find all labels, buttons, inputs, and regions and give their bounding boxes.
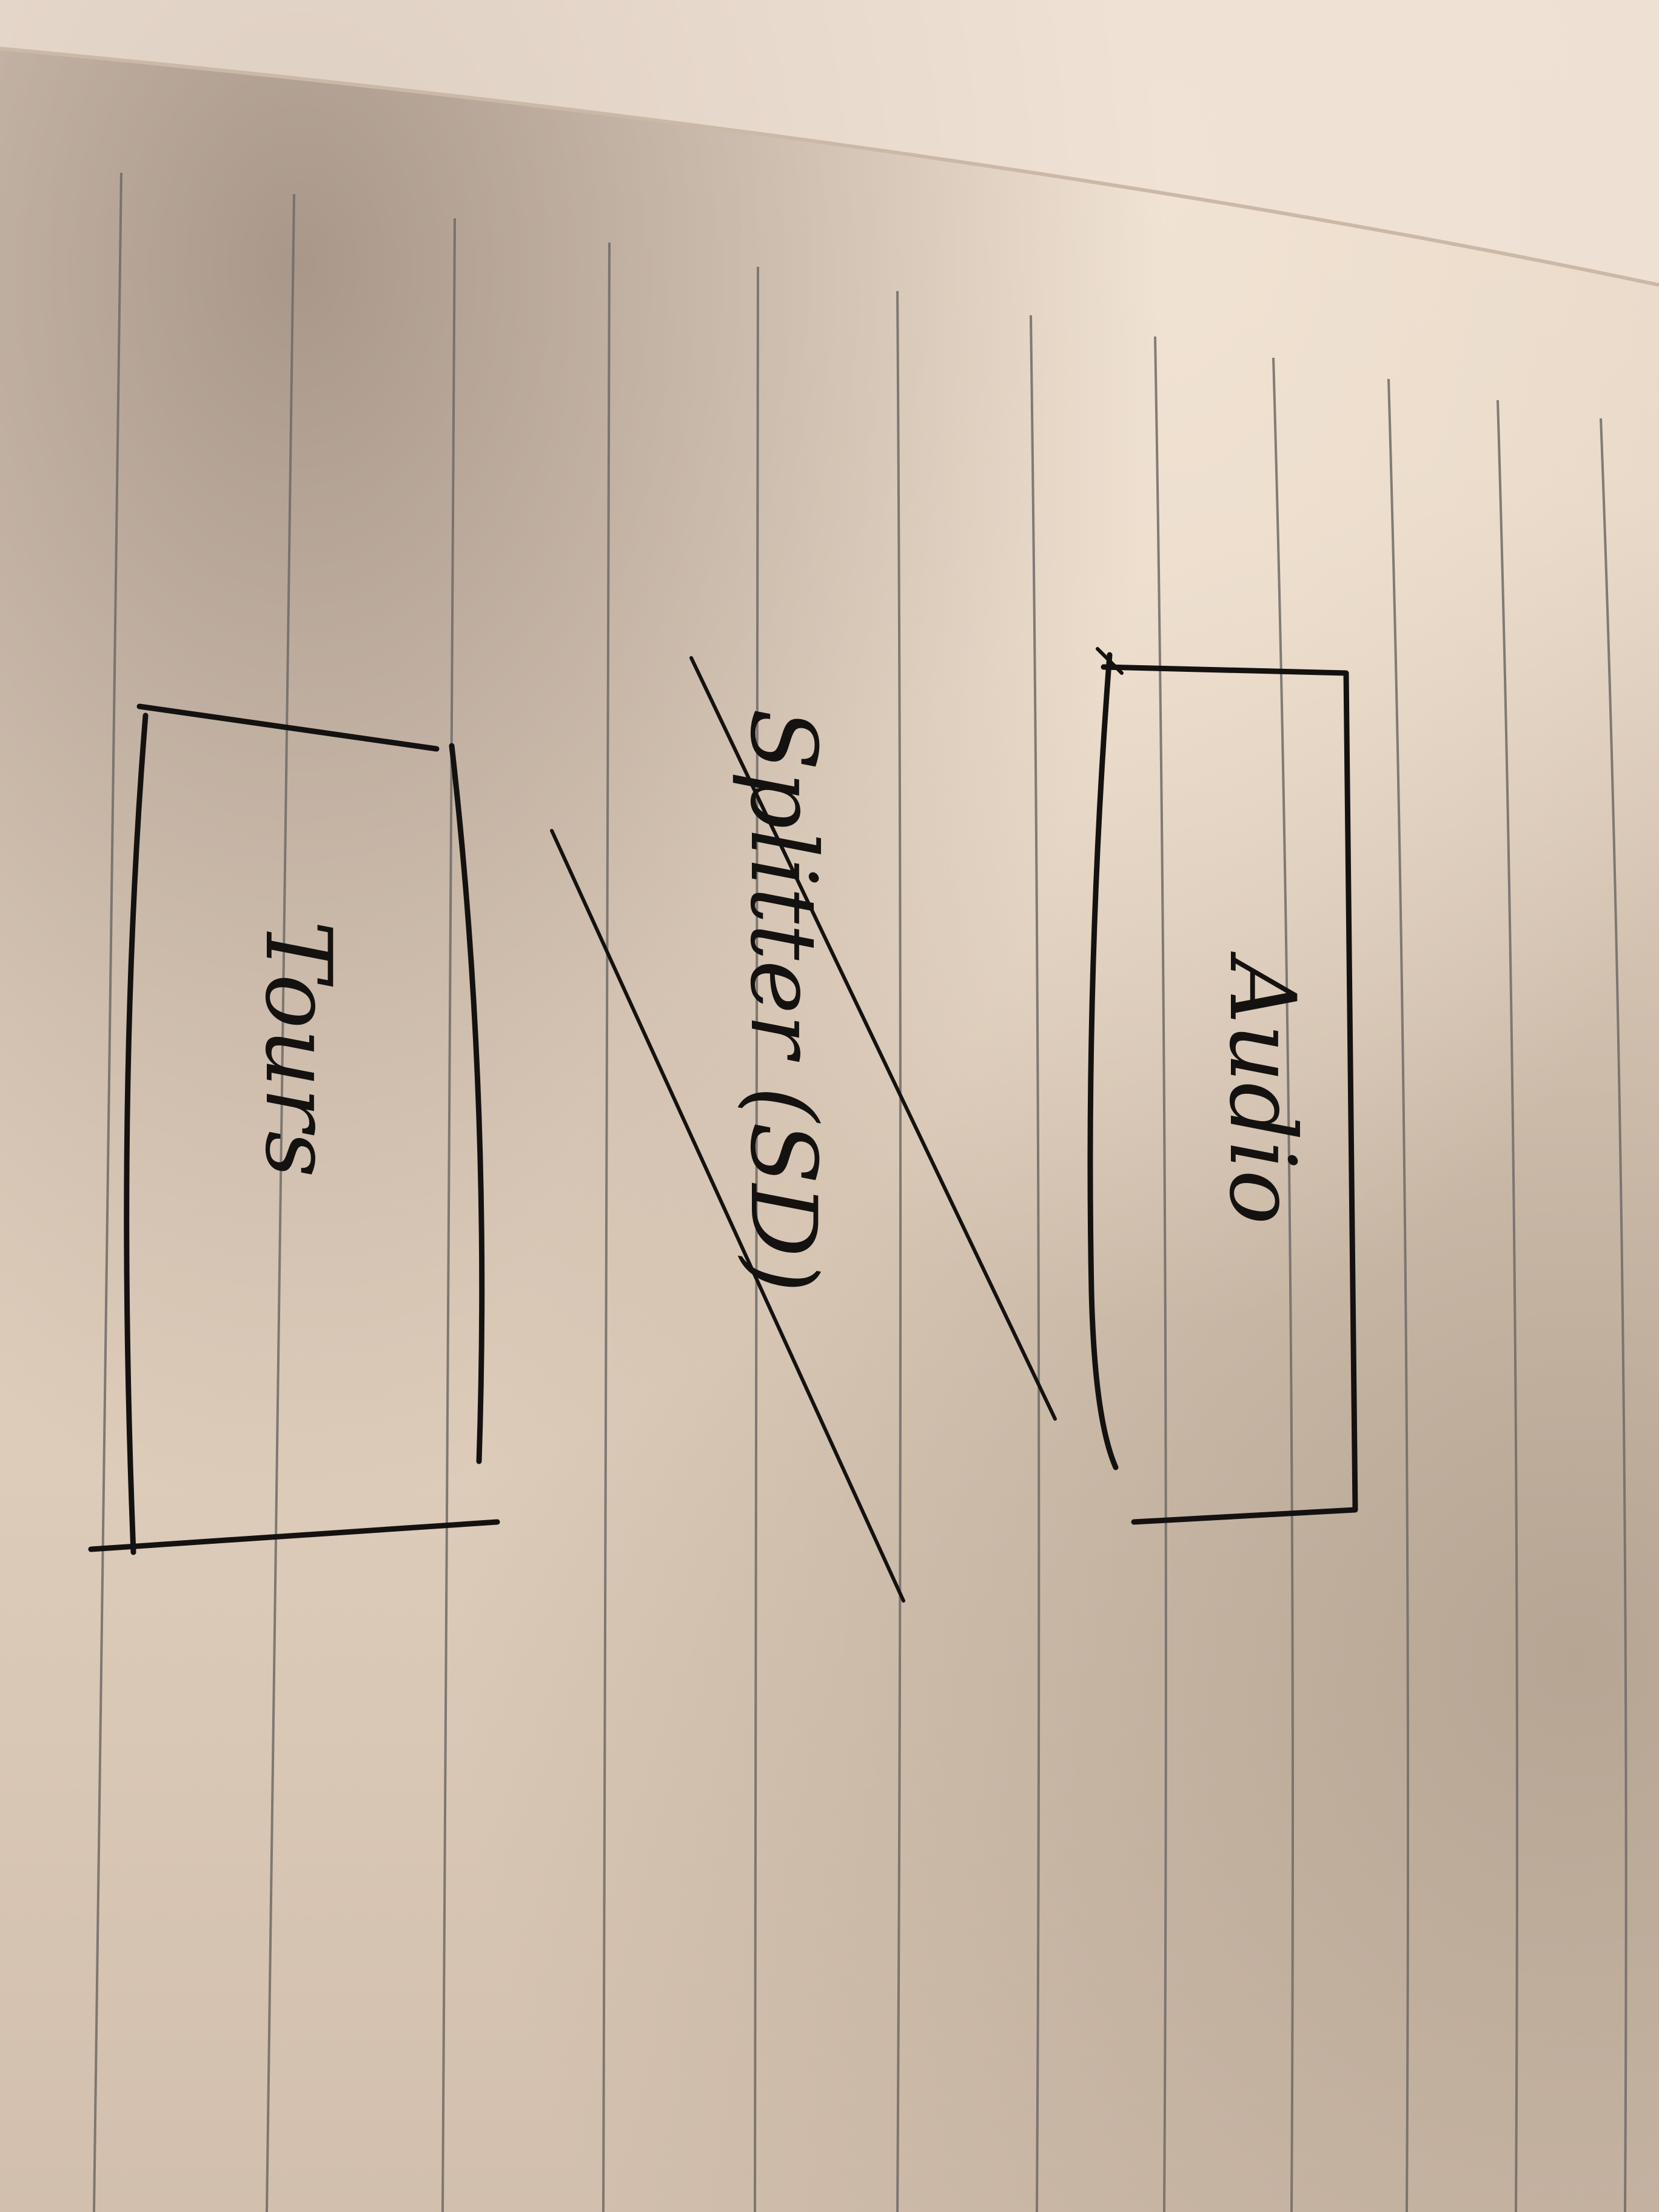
audio-box	[1087, 647, 1358, 1525]
ruled-lines	[93, 172, 1627, 2212]
splitter-strike	[550, 656, 1057, 1603]
page-edge-line	[0, 47, 1659, 287]
splitter-label: Splitter (SD)	[730, 708, 836, 1293]
audio-label: Audio	[1209, 951, 1315, 1224]
tours-label: Tours	[245, 920, 350, 1178]
tours-box	[88, 703, 500, 1555]
